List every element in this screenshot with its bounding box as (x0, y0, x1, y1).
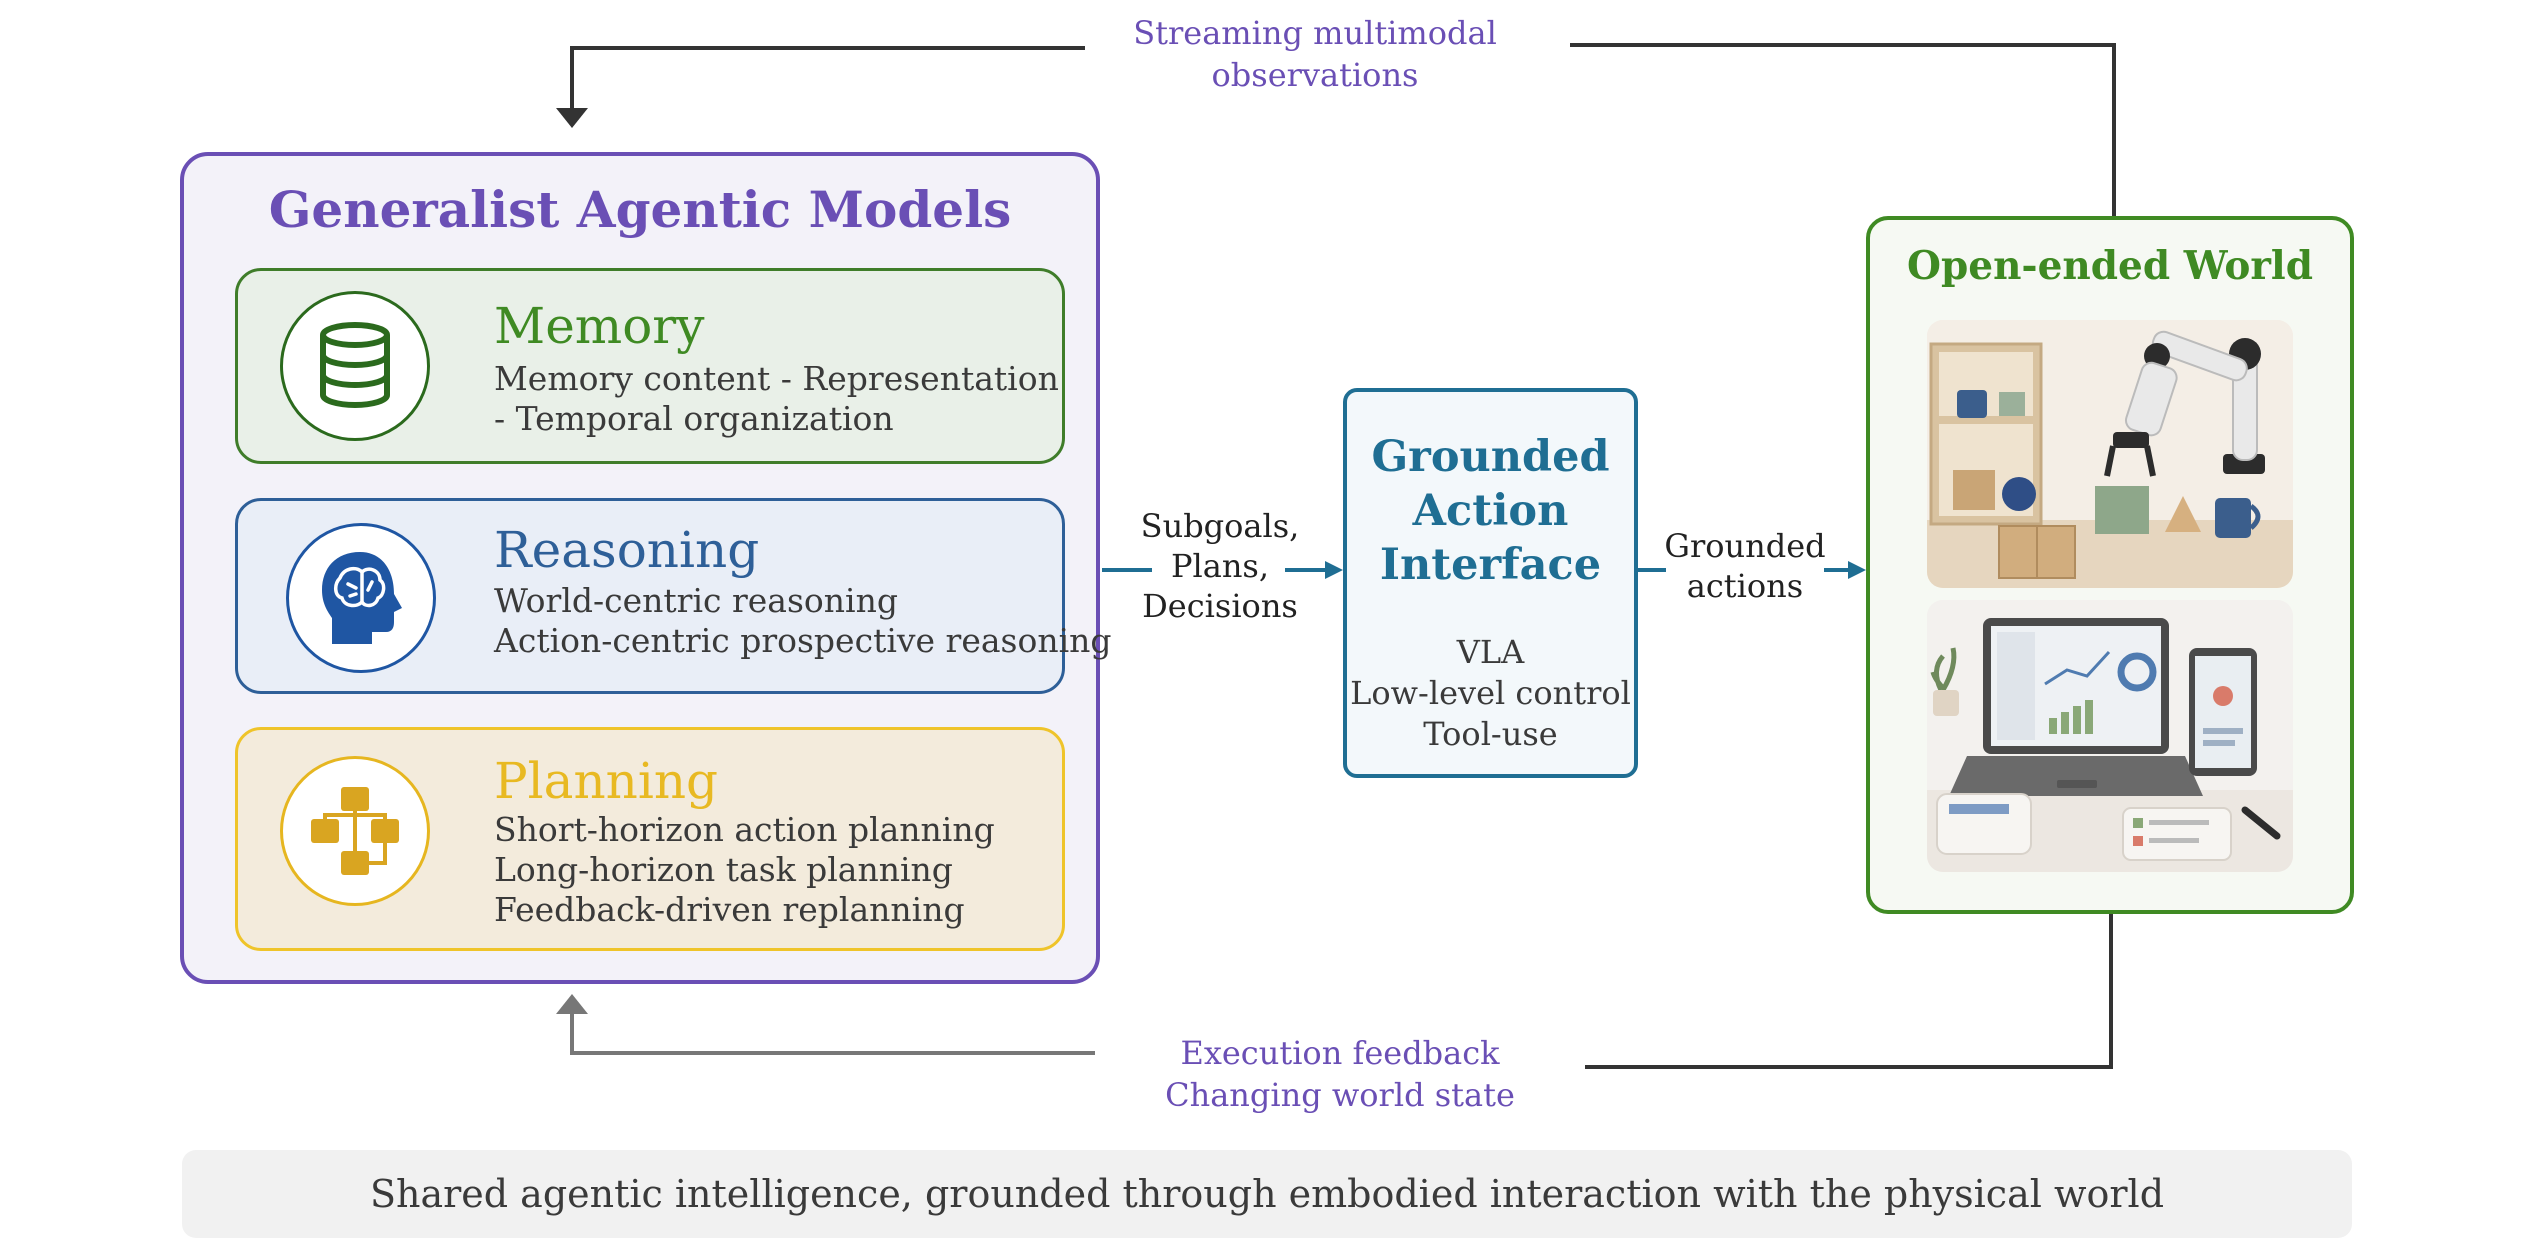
subgoals-arrow (1102, 561, 1343, 579)
planning-line-1: Short-horizon action planning (494, 810, 995, 849)
planning-line-2: Long-horizon task planning (494, 850, 953, 889)
subgoals-label-line1: Subgoals, (1140, 507, 1300, 545)
flowchart-icon (311, 787, 399, 875)
subgoals-label-line2: Plans, (1170, 547, 1270, 585)
laptop-scene-illustration (1927, 600, 2293, 872)
grounded-actions-label-line1: Grounded (1664, 527, 1826, 565)
observation-loop-line (556, 43, 2116, 216)
memory-module: Memory Memory content - Representation -… (235, 268, 1065, 464)
feedback-label-line2: Changing world state (1165, 1076, 1515, 1114)
grounded-actions-arrow (1638, 561, 1866, 579)
reasoning-line-1: World-centric reasoning (494, 581, 898, 620)
planning-module: Planning Short-horizon action planning L… (235, 727, 1065, 951)
grounded-actions-label-line2: actions (1686, 567, 1804, 605)
observations-label: Streaming multimodal observations (1090, 12, 1540, 96)
planning-title: Planning (494, 752, 719, 810)
open-ended-world-title: Open-ended World (1907, 243, 2313, 289)
database-icon (320, 322, 390, 408)
grounded-item-vla: VLA (1456, 633, 1525, 671)
grounded-interface-items: VLA Low-level control Tool-use (1347, 632, 1634, 755)
reasoning-module: Reasoning World-centric reasoning Action… (235, 498, 1112, 694)
grounded-item-tool-use: Tool-use (1423, 715, 1558, 753)
reasoning-title: Reasoning (494, 521, 760, 579)
grounded-actions-label: Grounded actions (1660, 526, 1830, 606)
observations-label-line1: Streaming multimodal (1133, 14, 1497, 52)
memory-line-1: Memory content - Representation (494, 359, 1059, 398)
down-arrowhead (556, 108, 588, 128)
reasoning-line-2: Action-centric prospective reasoning (494, 621, 1112, 660)
grounded-title-line2: Action (1412, 486, 1569, 536)
grounded-title-line1: Grounded (1371, 432, 1610, 482)
grounded-action-interface-box: Grounded Action Interface VLA Low-level … (1343, 388, 1638, 778)
reasoning-icon-circle (286, 523, 436, 673)
subgoals-label-line3: Decisions (1142, 587, 1298, 625)
grounded-action-interface-title: Grounded Action Interface (1347, 430, 1634, 592)
planning-icon-circle (280, 756, 430, 906)
feedback-loop-line (556, 914, 2113, 1069)
agentic-models-title: Generalist Agentic Models (268, 180, 1012, 239)
memory-line-2: - Temporal organization (494, 399, 894, 438)
laptop-tablet-desk-scene (1927, 600, 2293, 872)
observations-label-line2: observations (1211, 56, 1419, 94)
planning-line-3: Feedback-driven replanning (494, 890, 965, 929)
open-ended-world-panel: Open-ended World (1866, 216, 2354, 914)
robot-scene-illustration (1927, 320, 2293, 588)
footer-banner: Shared agentic intelligence, grounded th… (182, 1150, 2352, 1238)
grounded-title-line3: Interface (1379, 540, 1602, 590)
robot-arm-tabletop-scene (1927, 320, 2293, 588)
feedback-label: Execution feedback Changing world state (1100, 1032, 1580, 1116)
brain-head-icon (322, 552, 402, 644)
memory-title: Memory (494, 297, 705, 355)
feedback-label-line1: Execution feedback (1180, 1034, 1500, 1072)
memory-icon-circle (280, 291, 430, 441)
grounded-item-low-level-control: Low-level control (1350, 674, 1631, 712)
up-arrowhead (556, 994, 588, 1014)
subgoals-label: Subgoals, Plans, Decisions (1140, 506, 1300, 626)
